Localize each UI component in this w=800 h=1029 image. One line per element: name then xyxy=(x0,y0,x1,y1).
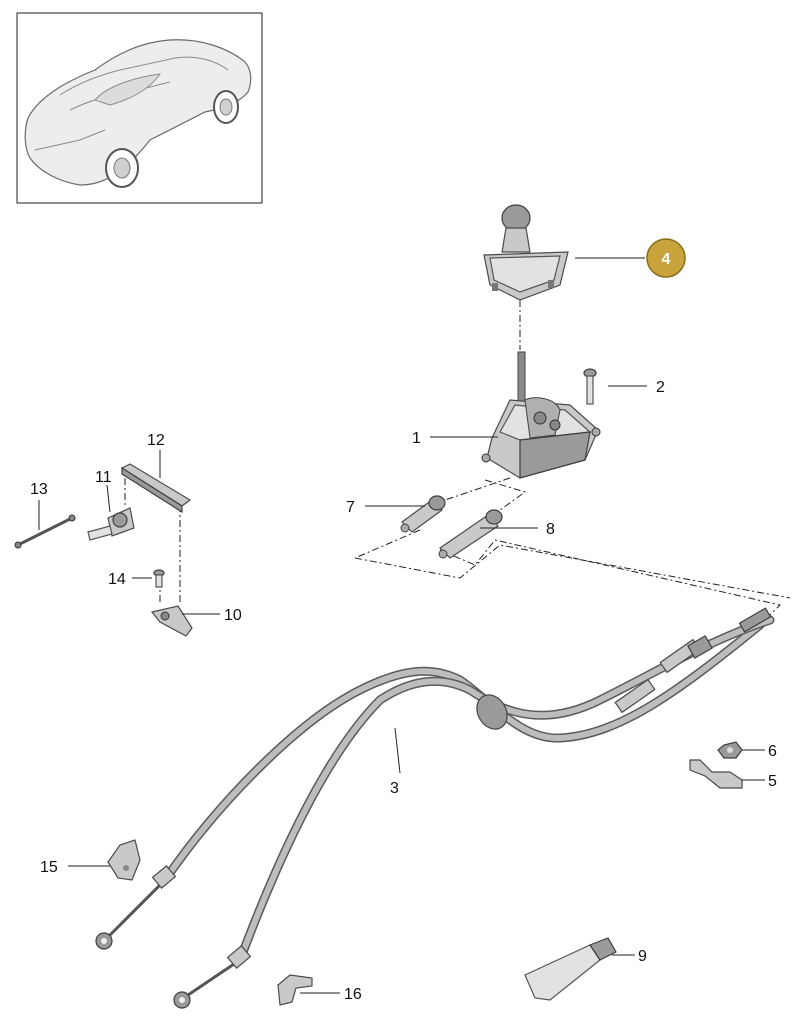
callout-labels: 1 2 3 4 5 6 7 8 9 10 11 12 13 14 15 16 xyxy=(30,238,777,1003)
callout-12[interactable]: 12 xyxy=(147,432,165,449)
callout-9[interactable]: 9 xyxy=(638,948,647,965)
part-15-clip xyxy=(107,839,141,881)
callout-3[interactable]: 3 xyxy=(390,780,399,797)
part-3-shift-cables xyxy=(95,607,775,1009)
leader-lines xyxy=(38,257,765,994)
part-8-bushing xyxy=(438,509,503,559)
callout-4-highlight[interactable]: 4 xyxy=(646,238,686,278)
callout-7[interactable]: 7 xyxy=(346,499,355,516)
callout-15[interactable]: 15 xyxy=(40,859,58,876)
assembly-lines xyxy=(124,300,791,626)
part-12-bracket-bar xyxy=(120,463,192,514)
part-6-nut xyxy=(717,741,743,759)
callout-16[interactable]: 16 xyxy=(344,986,362,1003)
part-13-rod xyxy=(14,514,76,549)
callout-8[interactable]: 8 xyxy=(546,521,555,538)
callout-1[interactable]: 1 xyxy=(412,430,421,447)
callout-10[interactable]: 10 xyxy=(224,607,242,624)
part-10-lever-arm xyxy=(150,605,193,637)
callout-11[interactable]: 11 xyxy=(95,469,112,486)
part-11-lever xyxy=(87,507,135,541)
callout-14[interactable]: 14 xyxy=(108,571,126,588)
part-4-shift-knob-boot xyxy=(483,204,569,301)
callout-6[interactable]: 6 xyxy=(768,743,777,760)
part-7-bushing xyxy=(400,495,446,533)
highlight-badge[interactable] xyxy=(646,238,686,278)
callout-2[interactable]: 2 xyxy=(656,379,665,396)
part-5-bracket xyxy=(689,759,743,789)
part-16-clip xyxy=(277,974,313,1006)
part-1-gear-selector xyxy=(481,351,601,479)
part-2-bolt xyxy=(583,368,597,405)
car-illustration xyxy=(24,39,252,188)
callout-5[interactable]: 5 xyxy=(768,773,777,790)
callout-4[interactable]: 4 xyxy=(662,251,671,268)
part-9-grease-tube xyxy=(524,937,617,1001)
vehicle-inset xyxy=(16,12,263,204)
callout-13[interactable]: 13 xyxy=(30,481,48,498)
part-14-screw xyxy=(153,569,165,588)
